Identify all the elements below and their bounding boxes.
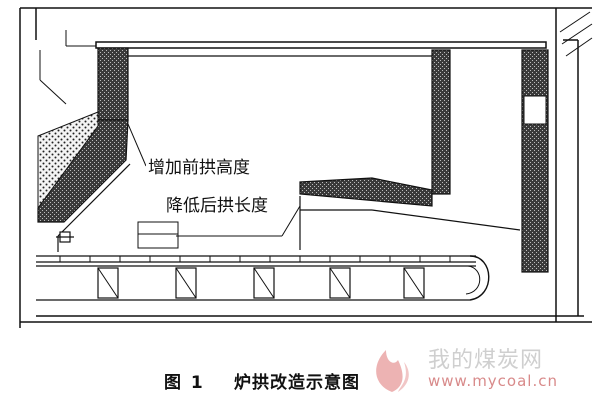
rear-wall: [521, 49, 549, 273]
watermark: 我的煤炭网 www.mycoal.cn: [366, 332, 596, 402]
rear-wall-window: [523, 95, 547, 125]
watermark-url: www.mycoal.cn: [428, 372, 558, 390]
rear-arch: [299, 177, 433, 207]
front-arch-label: 增加前拱高度: [146, 158, 252, 178]
valve-fitting: [56, 231, 74, 243]
top-right-fitting: [559, 11, 593, 57]
figure-caption: 图 1 炉拱改造示意图: [0, 368, 600, 396]
grate-rails: [36, 255, 476, 301]
watermark-site-name: 我的煤炭网: [428, 348, 544, 373]
flame-logo: [376, 350, 409, 392]
outer-frame: [19, 7, 592, 328]
figure-number: 图 1: [164, 373, 205, 393]
rear-column: [431, 49, 451, 195]
grate-supports: [97, 267, 425, 299]
coal-hopper: [37, 111, 99, 210]
front-arch-plate: [57, 163, 131, 252]
upper-left-guides: [39, 30, 96, 105]
control-box: [137, 221, 179, 249]
grate-support-braces: [97, 267, 425, 299]
leader-lines: [127, 123, 301, 237]
grate-return-roller: [469, 255, 490, 301]
rear-arch-lines: [299, 196, 521, 250]
grate-teeth: [59, 256, 451, 262]
front-wall: [97, 47, 129, 121]
roof-beam: [95, 41, 547, 49]
grate-return-inner: [465, 265, 481, 295]
rear-arch-label: 降低后拱长度: [164, 196, 270, 216]
figure-title: 炉拱改造示意图: [234, 373, 360, 393]
